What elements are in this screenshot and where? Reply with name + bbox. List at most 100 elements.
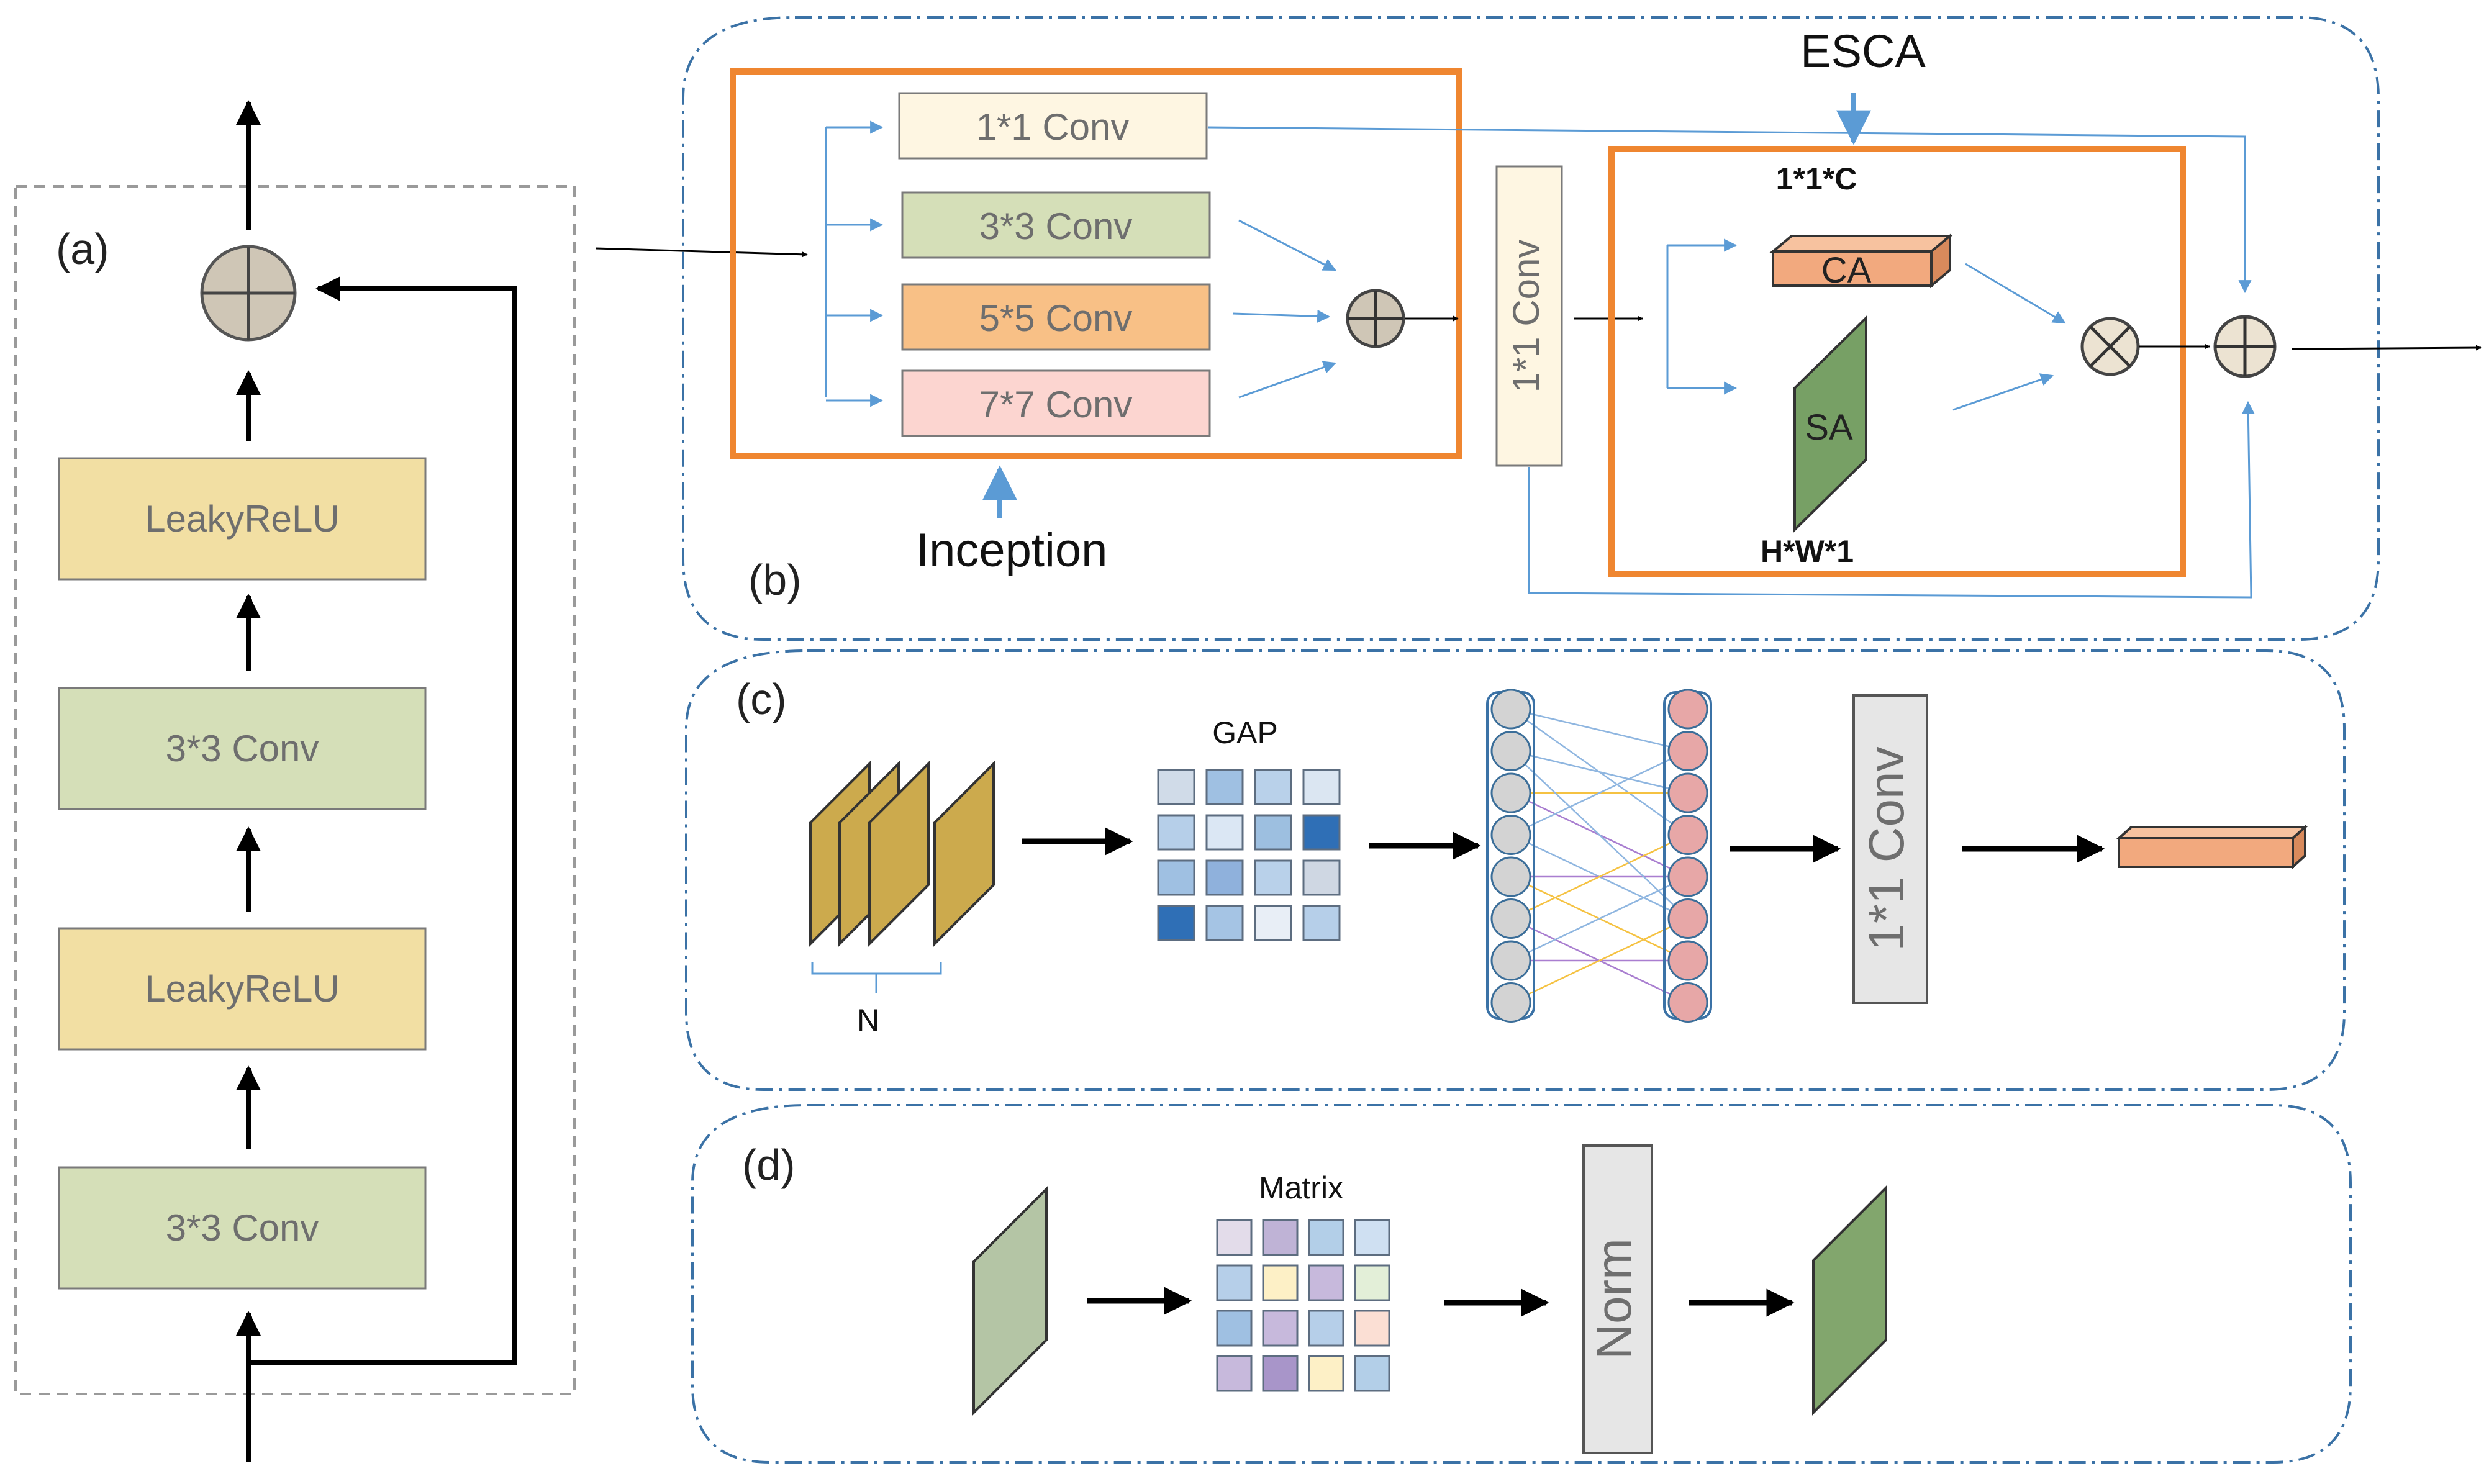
gap-cell [1302,769,1341,805]
panel-b-output-arrow [2291,345,2482,351]
n-brace [811,962,942,993]
output-neuron [1667,898,1708,939]
matrix-cell [1354,1264,1390,1301]
merge-arrow-7 [1238,361,1336,399]
gap-label: GAP [1212,715,1278,750]
matrix-cell [1308,1219,1344,1256]
ca-label: CA [1821,250,1872,291]
weight-line [1510,750,1689,836]
esca-title: ESCA [1800,25,1926,77]
matrix-cell [1354,1310,1390,1347]
gap-cell [1157,769,1195,805]
gap-cell [1205,859,1244,896]
gap-cell [1254,814,1292,851]
gap-cell [1302,905,1341,941]
add-icon [200,245,297,342]
matrix-cell [1262,1310,1299,1347]
matrix-cell [1262,1219,1299,1256]
panel-c-label: (c) [736,675,787,723]
gap-cell [1205,905,1244,941]
input-neuron [1490,772,1531,813]
norm-label: Norm [1586,1238,1641,1360]
conv7x7-branch [901,369,1211,437]
input-neuron [1490,731,1531,771]
conv-block-top-label: 3*3 Conv [166,728,319,769]
output-neuron [1667,772,1708,813]
relu-block-bottom-label: LeakyReLU [145,968,340,1010]
neurons [1490,689,1708,1023]
merge-arrow-3 [1238,219,1336,271]
d-output-map [1812,1185,1887,1416]
matrix-cell [1216,1264,1253,1301]
gap-cell [1302,859,1341,896]
sa-label: SA [1805,407,1853,448]
input-neuron [1490,898,1531,939]
panel-d: (d) Matrix Norm [691,1104,2352,1464]
n-label: N [857,1003,879,1038]
weight-line [1510,708,1689,752]
matrix-cell [1354,1219,1390,1256]
output-neuron [1667,856,1708,897]
weight-line [1510,918,1689,1003]
panel-d-frame [691,1104,2352,1464]
ca-to-mult [1965,263,2066,324]
matrix-cell [1262,1355,1299,1392]
d-input-map [972,1186,1048,1416]
panel-c-conv-block [1852,694,1928,1004]
panel-c-frame [685,649,2346,1091]
relu-block-top [58,457,427,581]
matrix-label: Matrix [1259,1170,1343,1205]
matrix-cell [1308,1310,1344,1347]
weight-line [1510,750,1689,920]
conv1x1-branch [898,92,1208,160]
conv3x3-branch [901,191,1211,259]
input-neuron [1490,689,1531,730]
sa-shape-label: H*W*1 [1761,534,1854,569]
input-neuron [1490,982,1531,1023]
output-neuron [1667,940,1708,981]
output-neuron [1667,689,1708,730]
inception-label: Inception [916,524,1107,577]
gap-cell [1205,769,1244,805]
channel-attention-block [1769,233,1954,289]
matrix-cell [1308,1264,1344,1301]
fusion-conv-label: 1*1 Conv [1505,240,1547,393]
input-neuron [1490,940,1531,981]
arrow-a-to-b [596,247,808,258]
matrix-cell [1308,1355,1344,1392]
output-neuron [1667,815,1708,855]
gap-cell [1254,769,1292,805]
panel-b-frame [682,16,2380,641]
gap-grid [1157,769,1341,941]
conv-block-bottom [58,1166,427,1290]
conv5x5-branch [901,283,1211,351]
fusion-conv-block [1495,165,1563,467]
spatial-attention-block [1793,315,1867,533]
conv3x3-branch-label: 3*3 Conv [979,206,1133,247]
conv-block-top [58,687,427,810]
output-neuron [1667,731,1708,771]
residual-from-fusion [1528,400,2255,599]
panel-c-conv-label: 1*1 Conv [1859,746,1914,951]
gap-cell [1157,859,1195,896]
panel-a-label: (a) [56,225,109,273]
matrix-cell [1216,1355,1253,1392]
matrix-cell [1216,1310,1253,1347]
panel-b: (b) 1*1 Conv 3*3 Conv 5*5 Conv 7*7 Conv … [682,16,2482,641]
gap-cell [1302,814,1341,851]
conv-block-bottom-label: 3*3 Conv [166,1207,319,1249]
input-neuron [1490,815,1531,855]
gap-cell [1205,814,1244,851]
gap-cell [1254,905,1292,941]
esca-box [1608,146,2186,577]
channel-vector [2115,824,2309,870]
panel-a: (a) 3*3 Conv LeakyReLU 3*3 Conv LeakyReL… [14,100,576,1462]
conv1x1-branch-label: 1*1 Conv [976,106,1130,148]
relu-block-top-label: LeakyReLU [145,498,340,540]
matrix-cell [1262,1264,1299,1301]
matrix-cell [1354,1355,1390,1392]
multiply-icon [2080,317,2140,376]
feature-maps [809,761,995,947]
gap-cell [1157,905,1195,941]
add-icon [1346,289,1405,348]
